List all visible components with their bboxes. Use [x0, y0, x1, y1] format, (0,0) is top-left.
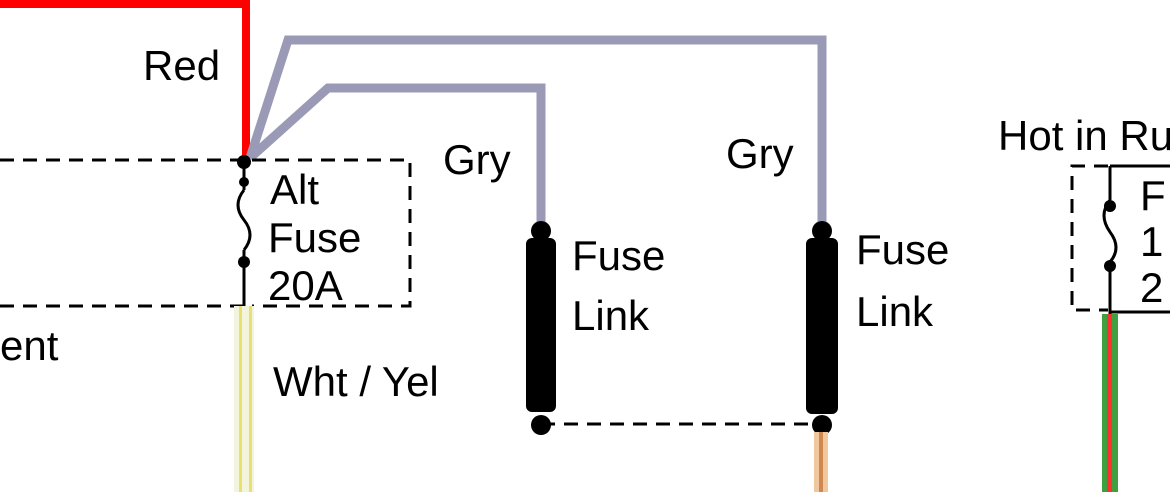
hot-in-run-label: Hot in Ru [998, 112, 1170, 159]
fuse-link-right-symbol [806, 221, 838, 435]
alt-fuse-label-line1: Alt [270, 166, 319, 213]
gray-wire-left-label: Gry [443, 136, 511, 183]
left-partial-label: ent [0, 322, 59, 369]
alt-fuse-label-line2: Fuse [268, 214, 361, 261]
fuse-link-left-symbol [526, 221, 556, 435]
alt-fuse-label-line3: 20A [268, 262, 343, 309]
dashed-outlines [0, 158, 1108, 426]
hot-in-run-fuse-symbol [1102, 164, 1170, 314]
gray-wire-right-label: Gry [726, 130, 794, 177]
hot-in-run-fuse-line1: F [1140, 172, 1166, 219]
red-wire-label: Red [143, 42, 220, 89]
orange-wire [814, 432, 828, 492]
hot-in-run-fuse-line3: 2 [1140, 264, 1163, 311]
gray-wire-left [246, 83, 546, 225]
green-red-wire [1102, 314, 1118, 492]
red-wire [0, 0, 250, 158]
fuse-link-left-label-line2: Link [572, 292, 650, 339]
hot-in-run-fuse-line2: 1 [1140, 218, 1163, 265]
fuse-link-left-label-line1: Fuse [572, 232, 665, 279]
fuse-link-right-label-line1: Fuse [856, 226, 949, 273]
fuse-link-right-label-line2: Link [856, 288, 934, 335]
white-yellow-wire-label: Wht / Yel [273, 358, 439, 405]
alt-fuse-symbol [236, 155, 252, 306]
gray-wire-right [245, 35, 827, 225]
white-yellow-wire [234, 306, 254, 492]
